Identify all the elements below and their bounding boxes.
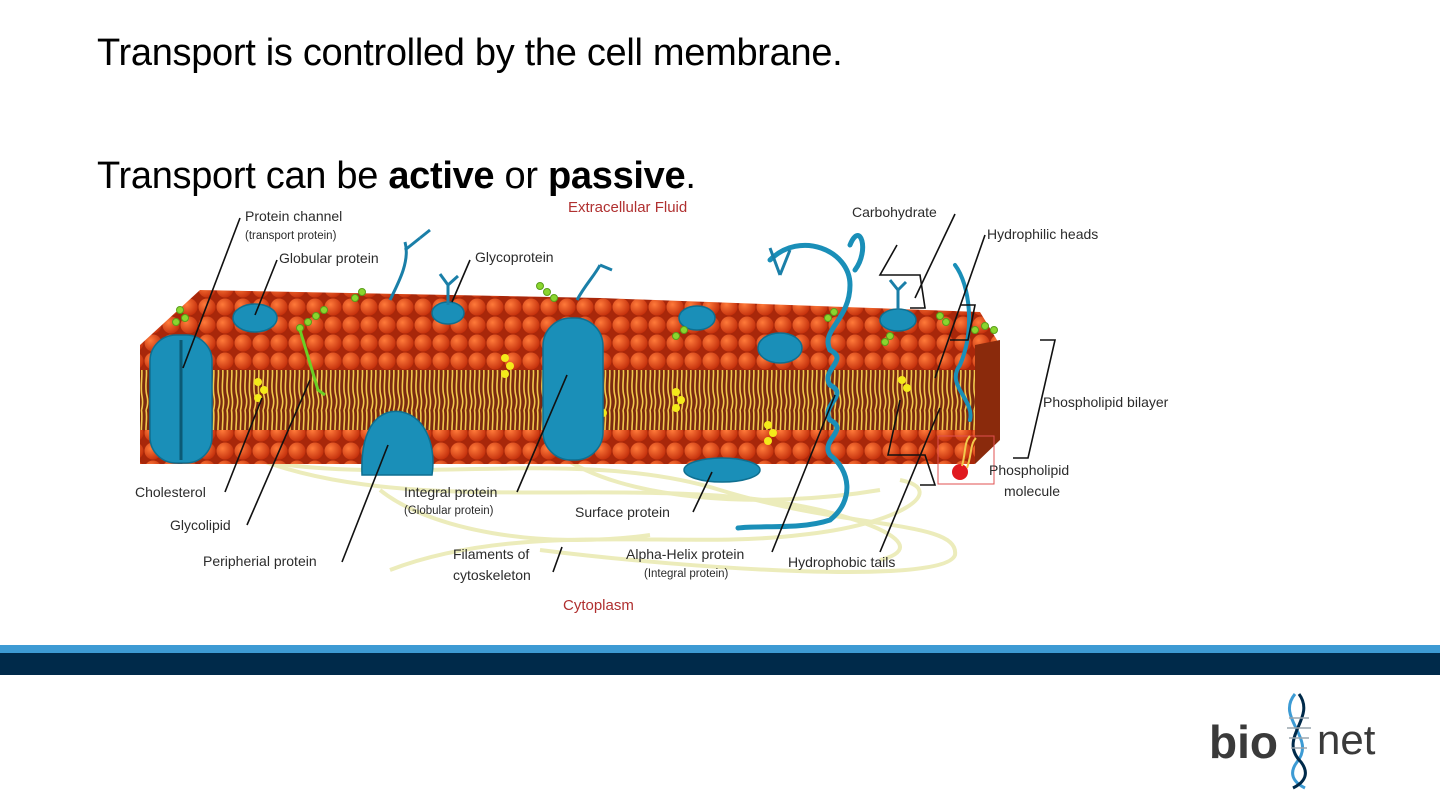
label-filaments-1: Filaments of: [453, 546, 529, 562]
phospholipid-head: [952, 464, 968, 480]
label-carbohydrate: Carbohydrate: [852, 204, 937, 220]
dna-helix-icon: [1287, 693, 1311, 790]
bracket-hydrophilic: [950, 304, 976, 341]
bracket-tails: [887, 399, 937, 486]
logo-text-bio: bio: [1209, 716, 1278, 768]
logo-text-net: net: [1317, 716, 1376, 763]
label-cholesterol: Cholesterol: [135, 484, 206, 500]
alpha-helix-protein: [735, 242, 853, 531]
line2-middle: or: [494, 155, 548, 197]
label-globular-protein: Globular protein: [279, 250, 379, 266]
label-alpha-helix-sub: (Integral protein): [644, 568, 729, 580]
footer-band-light: [0, 645, 1440, 653]
label-phospholipid-molecule-1: Phospholipid: [989, 462, 1069, 478]
glycoprotein-base: [431, 301, 465, 325]
bracket-carbohydrate: [878, 244, 926, 309]
peripheral-protein-shape: [361, 410, 434, 476]
slide-line-2: Transport can be active or passive.: [97, 155, 696, 198]
surface-protein-shape: [683, 457, 761, 483]
label-protein-channel-sub: (transport protein): [245, 230, 337, 242]
label-alpha-helix: Alpha-Helix protein: [626, 546, 744, 562]
leader-lines: [182, 213, 986, 573]
membrane-proteins: [149, 301, 917, 483]
slide-line-1: Transport is controlled by the cell memb…: [97, 32, 843, 74]
label-cytoplasm: Cytoplasm: [563, 597, 634, 614]
carbohydrate-chains: [388, 228, 908, 310]
membrane-side-face: [975, 340, 1000, 464]
label-integral-protein-sub: (Globular protein): [404, 505, 494, 517]
label-glycoprotein: Glycoprotein: [475, 249, 554, 265]
integral-protein-shape: [542, 317, 604, 461]
label-filaments-2: cytoskeleton: [453, 567, 531, 583]
label-hydrophobic-tails: Hydrophobic tails: [788, 554, 895, 570]
line2-passive: passive: [547, 155, 686, 197]
cell-membrane-diagram: Extracellular Fluid Cytoplasm Protein ch…: [135, 199, 1169, 614]
label-extracellular-fluid: Extracellular Fluid: [568, 199, 687, 216]
phospholipid-molecule-box: [937, 435, 995, 485]
glycolipid-chains: [172, 282, 998, 346]
line2-active: active: [388, 155, 495, 197]
label-glycolipid: Glycolipid: [170, 517, 231, 533]
bionet-logo: bio net: [1209, 693, 1376, 790]
label-peripheral-protein: Peripherial protein: [203, 553, 317, 569]
label-protein-channel: Protein channel: [245, 208, 342, 224]
label-hydrophilic-heads: Hydrophilic heads: [987, 226, 1098, 242]
label-phospholipid-bilayer: Phospholipid bilayer: [1043, 394, 1169, 410]
footer-band-dark: [0, 653, 1440, 675]
label-phospholipid-molecule-2: molecule: [1004, 483, 1060, 499]
line2-before: Transport can be: [97, 155, 389, 197]
line2-after: .: [685, 155, 696, 197]
globular-protein-shape: [232, 303, 278, 333]
label-surface-protein: Surface protein: [575, 504, 670, 520]
label-integral-protein: Integral protein: [404, 484, 497, 500]
bracket-bilayer: [1013, 339, 1057, 459]
